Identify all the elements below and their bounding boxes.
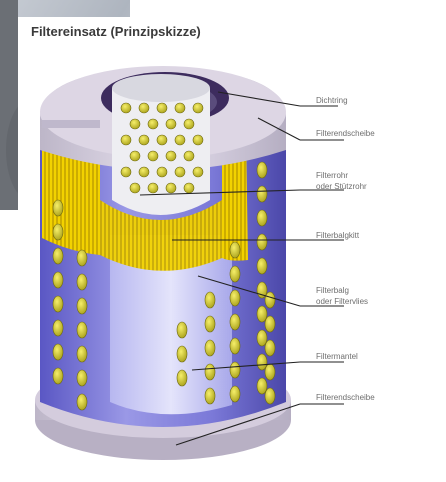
tube-hole — [121, 167, 131, 177]
mantle-hole — [77, 370, 87, 386]
mantle-hole — [230, 386, 240, 402]
mantle-hole — [230, 314, 240, 330]
tube-hole — [184, 151, 194, 161]
mantle-hole — [53, 272, 63, 288]
mantle-hole — [230, 362, 240, 378]
tube-hole — [175, 135, 185, 145]
tube-hole — [139, 167, 149, 177]
mantle-hole — [177, 346, 187, 362]
tube-hole — [193, 167, 203, 177]
mantle-hole — [77, 394, 87, 410]
tube-hole — [166, 119, 176, 129]
tube-hole — [148, 119, 158, 129]
tube-hole — [157, 103, 167, 113]
tube-hole — [184, 119, 194, 129]
tube-hole — [157, 167, 167, 177]
mantle-hole — [265, 388, 275, 404]
mantle-hole — [53, 368, 63, 384]
mantle-hole — [177, 322, 187, 338]
label-filtermantel: Filtermantel — [316, 352, 358, 362]
label-filterrohr-line1: Filterrohr — [316, 171, 348, 181]
mantle-hole — [257, 186, 267, 202]
mantle-hole — [77, 250, 87, 266]
mantle-hole — [53, 248, 63, 264]
tube-hole — [193, 103, 203, 113]
tube-hole — [175, 167, 185, 177]
mantle-hole — [77, 346, 87, 362]
tube-hole — [148, 183, 158, 193]
mantle-hole — [230, 242, 240, 258]
mantle-hole — [205, 340, 215, 356]
label-filterbalg-line1: Filterbalg — [316, 286, 349, 296]
tube-hole — [193, 135, 203, 145]
label-filterbalg-line2: oder Filtervlies — [316, 297, 368, 307]
tube-hole — [121, 103, 131, 113]
mantle-hole — [205, 316, 215, 332]
mantle-hole — [257, 162, 267, 178]
tube-hole — [166, 151, 176, 161]
tube-hole — [121, 135, 131, 145]
mantle-hole — [265, 340, 275, 356]
tube-hole — [157, 135, 167, 145]
label-filterendscheibe: Filterendscheibe — [316, 129, 375, 139]
label-filterrohr-line2: oder Stützrohr — [316, 182, 367, 192]
label-filterendscheibe-unten: Filterendscheibe — [316, 393, 375, 403]
mantle-hole — [230, 338, 240, 354]
tube-hole — [166, 183, 176, 193]
tube-hole — [130, 119, 140, 129]
tube-hole — [148, 151, 158, 161]
mantle-hole — [53, 344, 63, 360]
mantle-hole — [265, 316, 275, 332]
mantle-hole — [257, 258, 267, 274]
mantle-hole — [265, 364, 275, 380]
mantle-hole — [77, 274, 87, 290]
mantle-hole — [265, 292, 275, 308]
mantle-hole — [53, 200, 63, 216]
mantle-hole — [53, 320, 63, 336]
mantle-hole — [53, 296, 63, 312]
mantle-hole — [205, 388, 215, 404]
mantle-hole — [205, 364, 215, 380]
mantle-hole — [230, 290, 240, 306]
mantle-hole — [77, 322, 87, 338]
tube-hole — [130, 151, 140, 161]
tube-hole — [139, 103, 149, 113]
label-dichtring: Dichtring — [316, 96, 348, 106]
tube-hole — [130, 183, 140, 193]
mantle-hole — [257, 234, 267, 250]
mantle-hole — [177, 370, 187, 386]
tube-hole — [184, 183, 194, 193]
tube-hole — [139, 135, 149, 145]
mantle-hole — [77, 298, 87, 314]
tube-hole — [175, 103, 185, 113]
mantle-hole — [257, 210, 267, 226]
mantle-hole — [230, 266, 240, 282]
label-filterbalgkitt: Filterbalgkitt — [316, 231, 359, 241]
mantle-hole — [205, 292, 215, 308]
mantle-hole — [53, 224, 63, 240]
